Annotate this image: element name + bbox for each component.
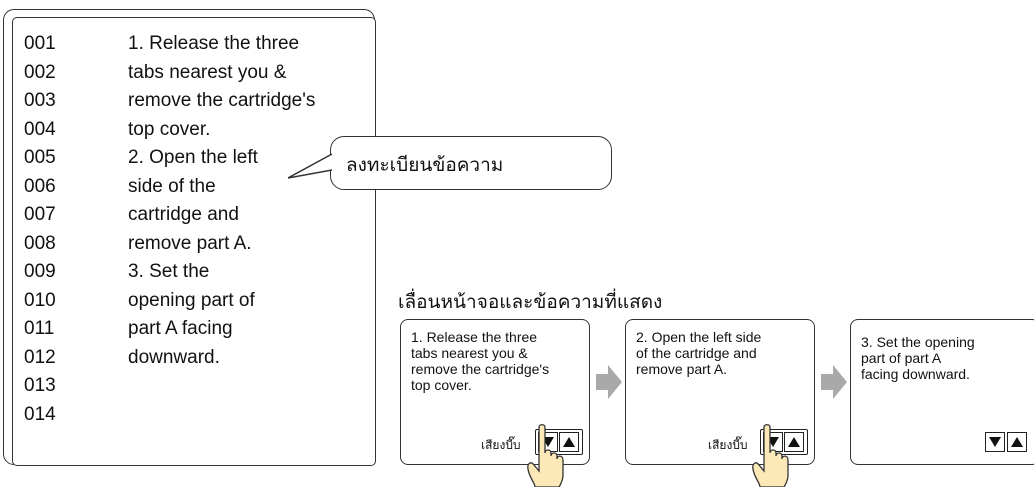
- screen-line: facing downward.: [861, 366, 970, 382]
- right-arrow-icon: [596, 365, 622, 399]
- line-number: 008: [24, 232, 56, 254]
- message-display: [12, 17, 376, 466]
- line-number: 001: [24, 33, 56, 54]
- triangle-up-icon: [1011, 437, 1023, 447]
- screen-step-3: 3. Set the opening part of part A facing…: [850, 319, 1034, 465]
- screen-message: 3. Set the opening part of part A facing…: [861, 334, 1034, 382]
- screen-line: part of part A: [861, 350, 942, 366]
- scroll-up-button[interactable]: [784, 432, 804, 452]
- pointing-hand-icon: [527, 424, 564, 487]
- screen-line: remove the cartridge's: [411, 361, 550, 377]
- scroll-caption: เลื่อนหน้าจอและข้อความที่แสดง: [398, 292, 663, 313]
- message-text-column: 1. Release the three tabs nearest you & …: [128, 30, 368, 372]
- screen-step-1: 1. Release the three tabs nearest you & …: [400, 319, 590, 465]
- screen-line: top cover.: [411, 377, 472, 393]
- screen-message: 2. Open the left side of the cartridge a…: [636, 329, 812, 377]
- line-number: 012: [24, 346, 56, 368]
- line-number: 009: [24, 261, 56, 282]
- pointing-hand-icon: [752, 424, 789, 487]
- screen-line: 2. Open the left side: [636, 329, 762, 345]
- line-number: 014: [24, 403, 56, 425]
- triangle-up-icon: [563, 437, 575, 447]
- message-line: 3. Set the: [128, 261, 210, 282]
- screen-line: remove part A.: [636, 361, 728, 377]
- message-line: remove the cartridge's: [128, 90, 316, 111]
- triangle-down-icon: [989, 437, 1001, 447]
- line-number: 013: [24, 375, 56, 396]
- message-line: cartridge and: [128, 204, 239, 225]
- scroll-up-button[interactable]: [1007, 432, 1027, 452]
- screen-line: of the cartridge and: [636, 345, 757, 361]
- callout-bubble: [330, 136, 612, 190]
- scroll-up-button[interactable]: [559, 432, 579, 452]
- line-number: 010: [24, 289, 56, 311]
- line-number: 011: [24, 318, 55, 339]
- message-line: side of the: [128, 175, 216, 197]
- message-line: remove part A.: [128, 232, 252, 254]
- right-arrow-icon: [821, 365, 847, 399]
- line-number: 004: [24, 118, 56, 140]
- message-line: downward.: [128, 346, 220, 368]
- message-line: top cover.: [128, 118, 211, 140]
- callout-tail: [288, 153, 333, 179]
- line-number: 007: [24, 204, 56, 225]
- line-number: 002: [24, 61, 56, 83]
- message-line: opening part of: [128, 289, 255, 311]
- message-line: tabs nearest you &: [128, 61, 287, 83]
- screen-line: tabs nearest you &: [411, 345, 528, 361]
- message-line: 1. Release the three: [128, 33, 300, 54]
- scroll-down-button[interactable]: [985, 432, 1005, 452]
- line-number-column: 001 002 003 004 005 006 007 008 009 010 …: [24, 30, 94, 429]
- message-line: part A facing: [128, 318, 233, 339]
- triangle-up-icon: [788, 437, 800, 447]
- line-number: 006: [24, 175, 56, 197]
- line-number: 003: [24, 90, 56, 111]
- beep-label: เสียงบี๊บ: [708, 438, 748, 452]
- screen-line: 1. Release the three: [411, 329, 538, 345]
- line-number: 005: [24, 147, 56, 168]
- callout-label: ลงทะเบียนข้อความ: [346, 155, 504, 176]
- screen-message: 1. Release the three tabs nearest you & …: [411, 329, 587, 393]
- beep-label: เสียงบี๊บ: [481, 438, 521, 452]
- screen-line: 3. Set the opening: [861, 334, 975, 350]
- screen-step-2: 2. Open the left side of the cartridge a…: [625, 319, 815, 465]
- message-line: 2. Open the left: [128, 147, 258, 168]
